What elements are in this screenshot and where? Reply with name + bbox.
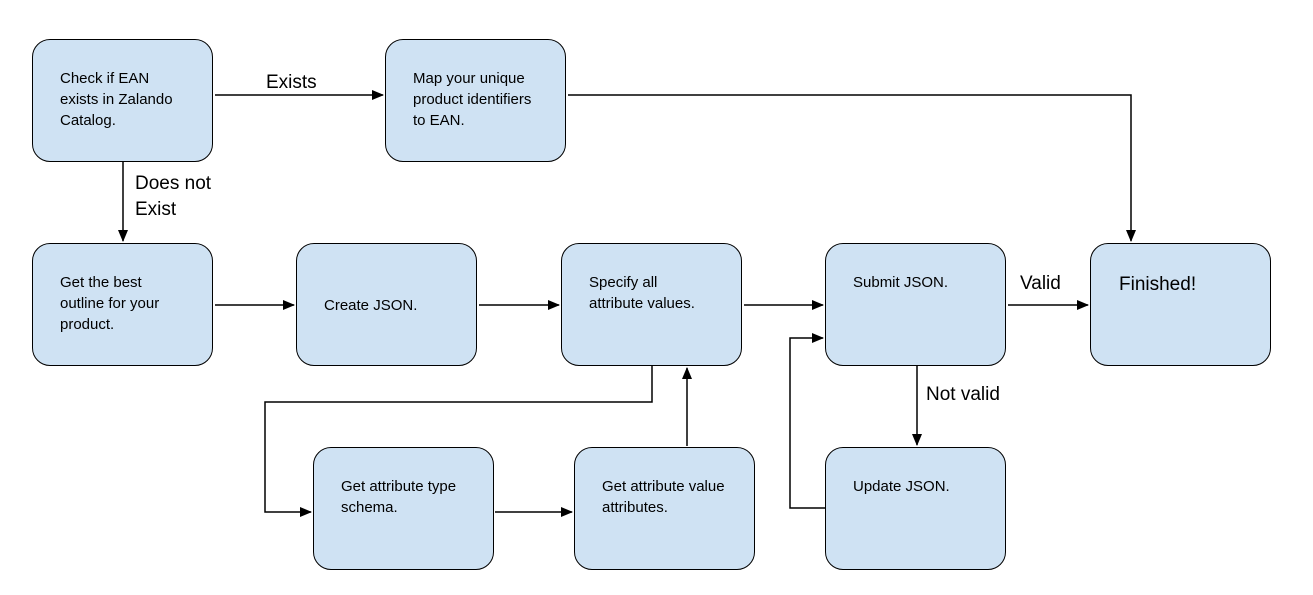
node-check-ean: Check if EAN exists in Zalando Catalog. [32,39,213,162]
edge-specify-to-schema [264,366,653,517]
node-value-attributes: Get attribute value attributes. [574,447,755,570]
edge-map-to-finished [568,94,1136,242]
edge-label-exists: Exists [266,72,317,93]
node-value-attributes-label: Get attribute value attributes. [602,478,725,516]
edge-label-does-not-exist: Does not Exist [135,173,212,220]
node-map-identifiers-label: Map your unique product identifiers to E… [413,70,532,129]
node-submit-json: Submit JSON. [825,243,1006,366]
edge-label-valid: Valid [1020,273,1061,294]
node-create-json: Create JSON. [296,243,477,366]
node-best-outline-label: Get the best outline for your product. [60,274,160,333]
node-best-outline: Get the best outline for your product. [32,243,213,366]
node-create-json-label: Create JSON. [324,297,418,314]
node-finished-label: Finished! [1119,274,1197,295]
edge-label-not-valid: Not valid [926,384,1000,405]
edge-update-to-submit [789,333,825,509]
node-finished: Finished! [1090,243,1271,366]
node-specify-values-label: Specify all attribute values. [589,274,695,312]
node-type-schema-label: Get attribute type schema. [341,478,457,516]
node-type-schema: Get attribute type schema. [313,447,494,570]
node-check-ean-label: Check if EAN exists in Zalando Catalog. [60,70,173,129]
node-submit-json-label: Submit JSON. [853,274,949,291]
node-update-json-label: Update JSON. [853,478,950,495]
node-update-json: Update JSON. [825,447,1006,570]
node-specify-values: Specify all attribute values. [561,243,742,366]
node-map-identifiers: Map your unique product identifiers to E… [385,39,566,162]
